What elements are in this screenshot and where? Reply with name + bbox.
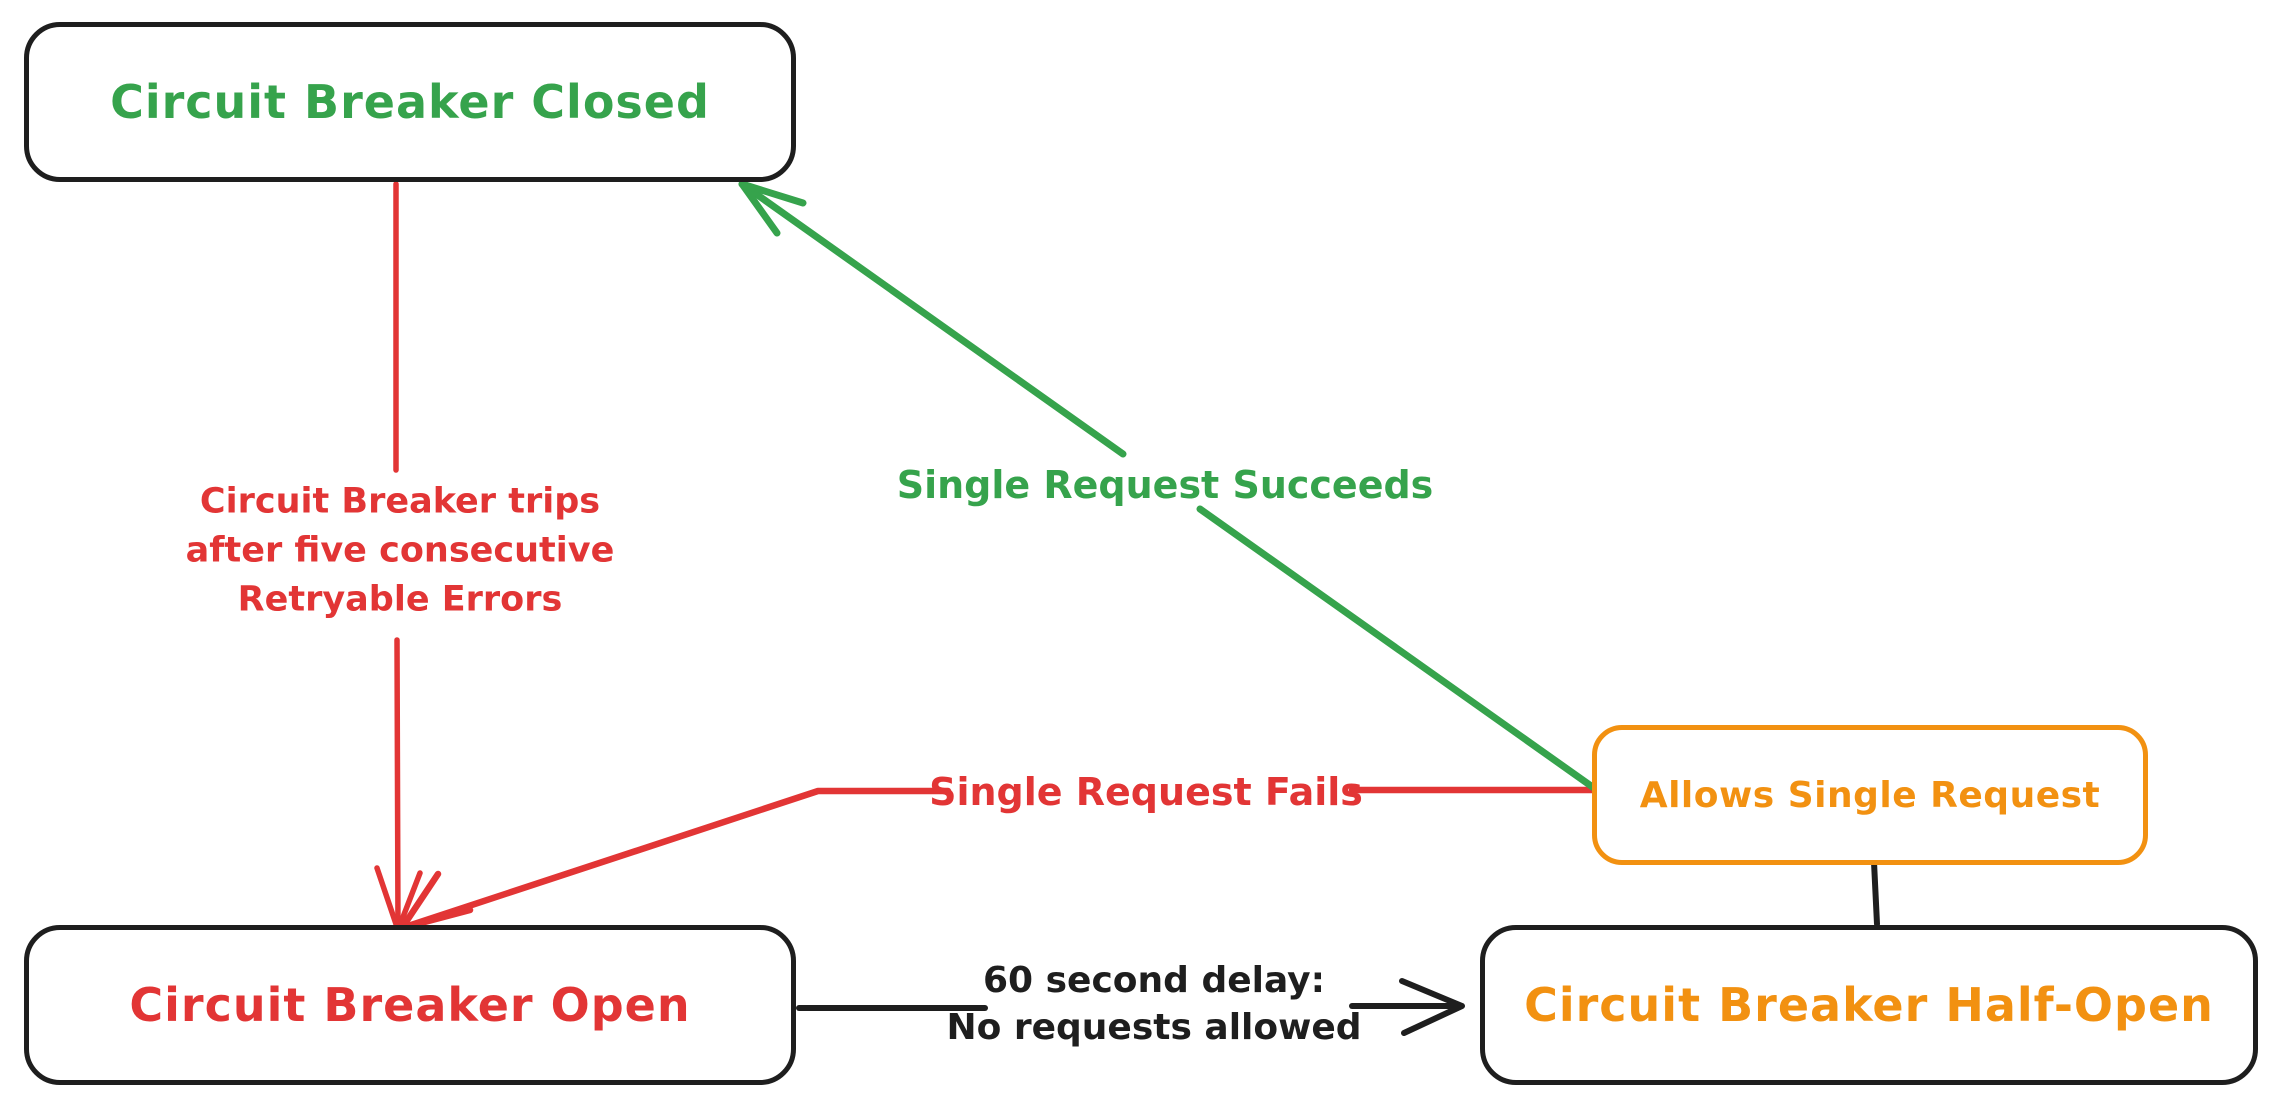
edge-label-60-second-delay: 60 second delay: No requests allowed [946,957,1361,1051]
edge-label-line: Circuit Breaker trips [199,481,601,522]
arrowhead-icon [738,180,807,237]
edge-line-segment [1196,505,1598,792]
arrowhead-icon [374,865,423,933]
node-label: Circuit Breaker Half-Open [1524,978,2214,1032]
edge-line-segment [398,787,952,932]
node-label: Circuit Breaker Closed [110,75,710,129]
edge-line-segment [394,637,401,933]
edge-allows-to-closed [738,180,1598,792]
edge-label-line: No requests allowed [946,1007,1362,1048]
node-circuit-breaker-half-open: Circuit Breaker Half-Open [1480,925,2258,1085]
edge-half-open-to-allows [1871,859,1880,927]
arrowhead-icon [1399,978,1465,1036]
node-label: Circuit Breaker Open [129,978,691,1032]
node-label: Allows Single Request [1639,774,2101,816]
arrowhead-icon [398,870,474,932]
edge-label-single-request-fails: Single Request Fails [929,770,1363,814]
node-circuit-breaker-closed: Circuit Breaker Closed [24,22,796,182]
edge-line-segment [1871,859,1880,927]
edge-label-single-request-succeeds: Single Request Succeeds [896,463,1434,507]
edge-closed-to-open [374,181,423,933]
edge-label-circuit-breaker-trips: Circuit Breaker trips after five consecu… [186,478,615,625]
edge-label-line: 60 second delay: [982,960,1326,1001]
edge-line-segment [738,180,1127,458]
edge-label-line: Retryable Errors [237,579,563,620]
edge-label-line: after five consecutive [185,530,615,571]
node-allows-single-request: Allows Single Request [1592,725,2148,865]
node-circuit-breaker-open: Circuit Breaker Open [24,925,796,1085]
edge-open-to-half-open [796,978,1465,1036]
